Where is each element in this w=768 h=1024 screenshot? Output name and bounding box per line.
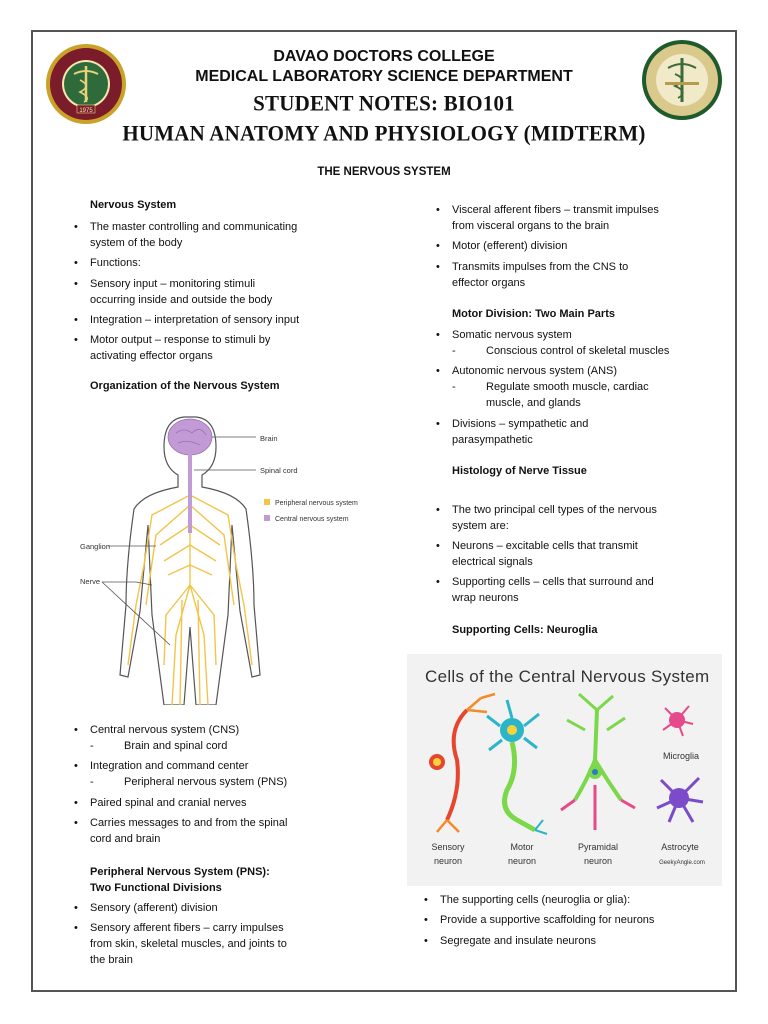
list-item: • Sensory input – monitoring stimuli occ… (74, 278, 273, 306)
list-item: • The two principal cell types of the ne… (436, 504, 657, 532)
cns-figure-title: Cells of the Central Nervous System (425, 667, 710, 686)
list-item: • Carries messages to and from the spina… (74, 817, 288, 845)
list-item: • Central nervous system (CNS) (74, 724, 240, 736)
label-motor-neuron: Motor neuron (507, 842, 537, 866)
label-sensory-neuron: Sensory neuron (431, 842, 465, 866)
course-title: STUDENT NOTES: BIO101 (253, 90, 515, 116)
college-name: DAVAO DOCTORS COLLEGE (273, 48, 495, 65)
list-item: • Sensory (afferent) division (74, 902, 218, 914)
figure-credit: GeekyAngle.com (659, 860, 705, 866)
heading-histology: Histology of Nerve Tissue (452, 465, 587, 477)
list-item: • Visceral afferent fibers – transmit im… (436, 204, 659, 232)
label-nerve: Nerve (80, 577, 101, 586)
label-pyramidal-neuron: Pyramidal neuron (577, 842, 618, 866)
sub-list-item: - Conscious control of skeletal muscles (452, 345, 670, 357)
college-seal-left: 1975 (46, 44, 126, 124)
list-item: • Segregate and insulate neurons (424, 935, 596, 947)
sub-list-item: - Peripheral nervous system (PNS) (90, 776, 288, 788)
sub-list-item: - Brain and spinal cord (90, 740, 228, 752)
label-microglia: Microglia (662, 751, 699, 761)
cns-cells-illustration (429, 692, 704, 835)
heading-neuroglia: Supporting Cells: Neuroglia (452, 624, 598, 636)
list-item: • Transmits impulses from the CNS to eff… (436, 261, 629, 289)
label-ganglion: Ganglion (80, 542, 111, 551)
sub-list-item: - Regulate smooth muscle, cardiac muscle… (452, 381, 649, 409)
list-item: • Autonomic nervous system (ANS) (436, 365, 618, 377)
list-item: • Integration – interpretation of sensor… (74, 314, 300, 326)
list-item: • Paired spinal and cranial nerves (74, 797, 247, 809)
list-item: • Divisions – sympathetic and parasympat… (436, 418, 589, 446)
college-seal-right (642, 40, 722, 120)
heading-pns: Peripheral Nervous System (PNS): Two Fun… (90, 866, 270, 894)
heading-motor-division: Motor Division: Two Main Parts (452, 308, 615, 320)
section-title: THE NERVOUS SYSTEM (317, 166, 451, 178)
legend-pns: Peripheral nervous system (275, 500, 358, 507)
list-item: • Somatic nervous system (436, 329, 572, 341)
list-item: • Motor (efferent) division (436, 240, 568, 252)
list-item: • Sensory afferent fibers – carry impuls… (74, 922, 287, 966)
list-item: • The master controlling and communicati… (74, 221, 298, 249)
list-item: • Neurons – excitable cells that transmi… (436, 540, 638, 568)
label-astrocyte: Astrocyte (661, 842, 699, 852)
list-item: • Motor output – response to stimuli by … (74, 334, 271, 362)
list-item: • Functions: (74, 257, 141, 269)
list-item: • Provide a supportive scaffolding for n… (424, 914, 655, 926)
list-item: • Supporting cells – cells that surround… (436, 576, 654, 604)
list-item: • Integration and command center (74, 760, 249, 772)
seal-year: 1975 (79, 108, 93, 114)
legend-cns: Central nervous system (275, 516, 349, 523)
label-spinal-cord: Spinal cord (260, 466, 298, 475)
department-name: MEDICAL LABORATORY SCIENCE DEPARTMENT (195, 68, 573, 85)
label-brain: Brain (260, 434, 278, 443)
heading-organization: Organization of the Nervous System (90, 380, 280, 392)
page-border (31, 30, 737, 992)
list-item: • The supporting cells (neuroglia or gli… (424, 894, 631, 906)
nervous-system-diagram (101, 416, 270, 705)
heading-nervous-system: Nervous System (90, 199, 177, 211)
subject-title: HUMAN ANATOMY AND PHYSIOLOGY (MIDTERM) (122, 120, 646, 146)
